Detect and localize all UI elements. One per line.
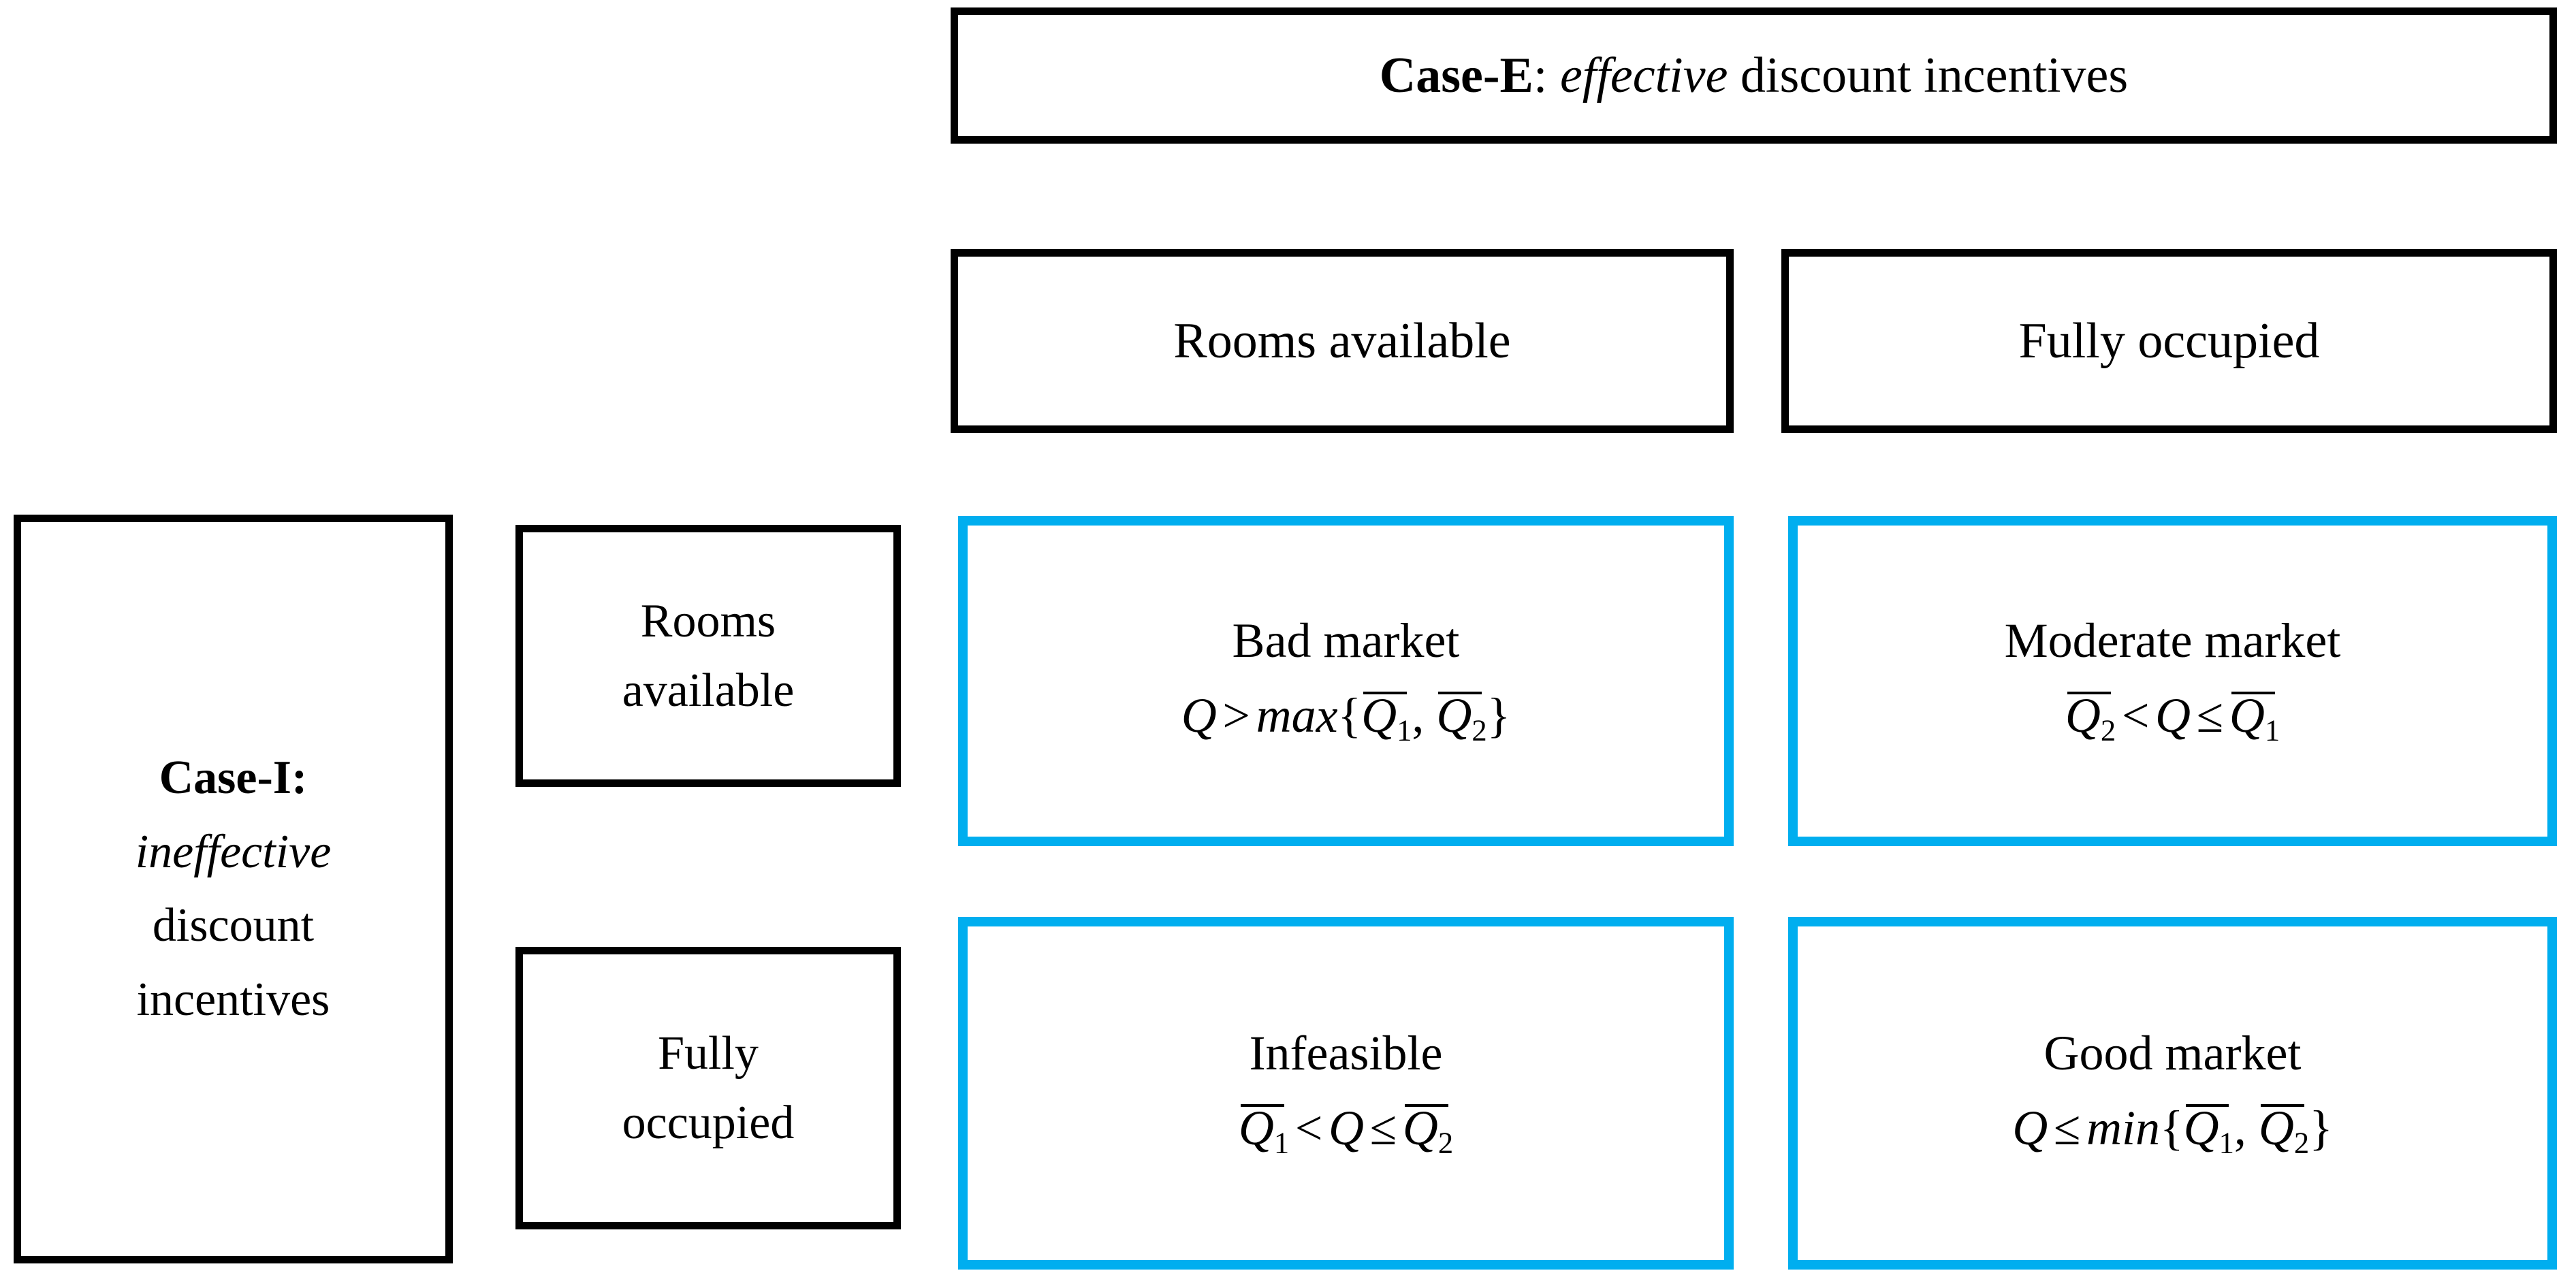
symbol-less-than: < [2121, 688, 2150, 743]
case-e-banner: Case-E: effective discount incentives [951, 7, 2557, 144]
case-i-banner: Case-I: ineffective discount incentives [14, 515, 453, 1263]
cell-formula: Q>max{Q1, Q2} [1181, 690, 1511, 745]
symbol-q-bar-2: Q2 [1402, 1100, 1454, 1160]
case-e-label: Case-E [1379, 47, 1533, 103]
symbol-brace-open: { [2160, 1100, 2184, 1155]
case-i-word-incentives: incentives [136, 973, 330, 1026]
cell-title: Infeasible [1249, 1025, 1443, 1080]
symbol-comma: , [2233, 1100, 2246, 1155]
symbol-brace-close: } [2309, 1100, 2333, 1155]
case-i-word-discount: discount [152, 899, 315, 952]
symbol-q-bar-1: Q1 [1361, 688, 1412, 747]
symbol-greater-than: > [1222, 688, 1250, 743]
symbol-less-equal: ≤ [2196, 688, 2224, 743]
symbol-q-bar-2: Q2 [2258, 1100, 2310, 1160]
symbol-brace-close: } [1486, 688, 1511, 743]
matrix-cell-moderate-market: Moderate market Q2<Q≤Q1 [1788, 516, 2557, 846]
symbol-less-equal: ≤ [1369, 1100, 1397, 1155]
matrix-cell-bad-market: Bad market Q>max{Q1, Q2} [958, 516, 1734, 846]
row-header-line-1: Rooms [640, 595, 776, 647]
symbol-less-equal: ≤ [2053, 1100, 2081, 1155]
symbol-min: min [2086, 1100, 2160, 1155]
cell-formula: Q1<Q≤Q2 [1239, 1102, 1453, 1158]
symbol-q-bar-2: Q2 [2065, 688, 2116, 747]
symbol-q: Q [1329, 1100, 1365, 1155]
symbol-q: Q [2155, 688, 2191, 743]
row-header-line-2: available [622, 664, 795, 717]
row-header-line-2: occupied [622, 1096, 795, 1149]
case-e-separator: : [1533, 47, 1560, 103]
cell-title: Good market [2044, 1025, 2302, 1080]
symbol-q-bar-1: Q1 [2183, 1100, 2234, 1160]
cell-formula: Q2<Q≤Q1 [2065, 690, 2280, 745]
symbol-q-bar-2: Q2 [1436, 688, 1487, 747]
symbol-brace-open: { [1337, 688, 1362, 743]
column-header-rooms-available: Rooms available [951, 249, 1734, 433]
column-header-fully-occupied: Fully occupied [1781, 249, 2557, 433]
symbol-q: Q [2012, 1100, 2048, 1155]
case-e-banner-text: Case-E: effective discount incentives [1380, 47, 2128, 105]
cell-formula: Q≤min{Q1, Q2} [2012, 1102, 2333, 1158]
row-header-rooms-available: Rooms available [515, 525, 901, 787]
symbol-max: max [1256, 688, 1338, 743]
case-i-emphasis: ineffective [135, 825, 332, 878]
case-e-emphasis: effective [1559, 47, 1728, 103]
symbol-q-bar-1: Q1 [1238, 1100, 1290, 1160]
symbol-less-than: < [1294, 1100, 1323, 1155]
symbol-q: Q [1181, 688, 1217, 743]
column-header-label: Fully occupied [2018, 312, 2320, 369]
symbol-q-bar-1: Q1 [2229, 688, 2280, 747]
case-i-label: Case-I: [159, 752, 308, 804]
case-e-rest: discount incentives [1728, 47, 2129, 103]
row-header-line-1: Fully [658, 1027, 759, 1080]
matrix-cell-good-market: Good market Q≤min{Q1, Q2} [1788, 917, 2557, 1270]
row-header-fully-occupied: Fully occupied [515, 947, 901, 1229]
matrix-cell-infeasible: Infeasible Q1<Q≤Q2 [958, 917, 1734, 1270]
cell-title: Moderate market [2004, 613, 2341, 668]
symbol-comma: , [1412, 688, 1425, 743]
column-header-label: Rooms available [1173, 312, 1511, 369]
cell-title: Bad market [1232, 613, 1460, 668]
